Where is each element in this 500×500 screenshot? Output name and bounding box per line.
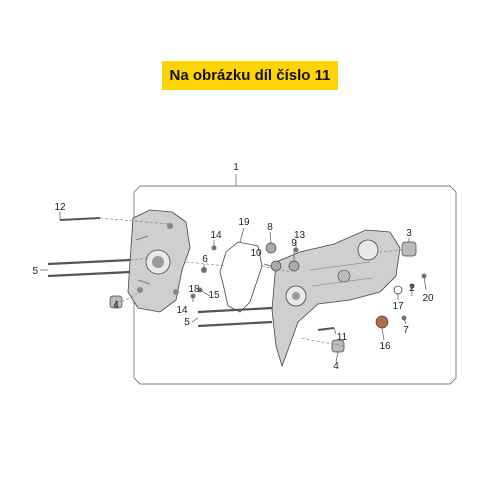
left-crankcase-half <box>127 209 191 313</box>
callout-12: 12 <box>54 202 66 213</box>
callout-11: 11 <box>337 332 348 343</box>
callout-14-bottom: 14 <box>176 305 188 316</box>
callout-17: 17 <box>392 301 404 312</box>
screw-11 <box>317 327 335 331</box>
part-number-banner: Na obrázku díl číslo 11 <box>162 61 338 90</box>
right-crankcase-half <box>271 229 401 368</box>
bearing-9 <box>288 260 300 272</box>
callout-5-bottom: 5 <box>184 317 190 328</box>
callout-4-left: 4 <box>113 300 119 311</box>
callout-10: 10 <box>250 248 262 259</box>
callout-16: 16 <box>379 341 391 352</box>
ring-17 <box>393 285 403 295</box>
callout-5-left: 5 <box>32 266 38 277</box>
callout-labels: 1 12 5 4 19 14 6 18 15 14 5 8 10 9 13 3 … <box>32 162 434 372</box>
leader-lines <box>40 212 427 363</box>
callout-1: 1 <box>233 162 239 173</box>
pin-13 <box>293 247 299 253</box>
callout-3: 3 <box>406 228 412 239</box>
callout-6: 6 <box>202 254 208 265</box>
assembly-lines <box>99 217 403 347</box>
stud-12 <box>59 217 101 221</box>
seal-16 <box>375 315 389 329</box>
long-studs <box>47 258 273 328</box>
callout-19: 19 <box>238 217 250 228</box>
callout-8: 8 <box>267 222 273 233</box>
callout-18: 18 <box>188 284 200 295</box>
bearing-8 <box>265 242 277 254</box>
callout-15: 15 <box>208 290 220 301</box>
gasket <box>219 241 263 313</box>
callout-20: 20 <box>422 293 434 304</box>
callout-7: 7 <box>403 325 409 336</box>
callout-14-top: 14 <box>210 230 222 241</box>
callout-13: 13 <box>294 230 306 241</box>
callout-2: 2 <box>409 283 415 294</box>
callout-4-bottom: 4 <box>333 361 339 372</box>
callout-9: 9 <box>291 238 297 249</box>
bushing-3 <box>401 241 417 257</box>
